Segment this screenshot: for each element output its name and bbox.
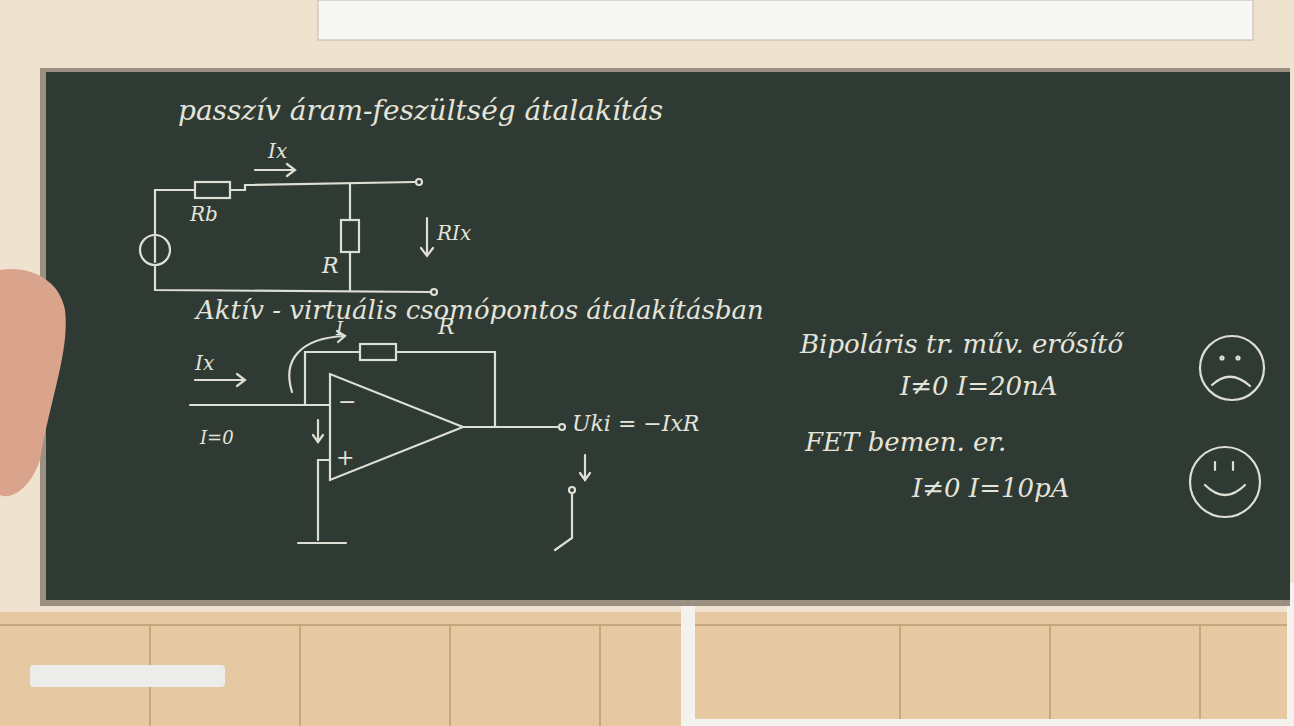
resistor-symbol bbox=[195, 182, 230, 198]
sad-face bbox=[1221, 357, 1224, 360]
whiteboard-edge bbox=[318, 0, 1253, 40]
panel-lines bbox=[0, 625, 1294, 726]
pin-sign: − bbox=[338, 390, 356, 414]
chalkboard bbox=[46, 72, 1290, 600]
wire bbox=[555, 493, 572, 550]
wire bbox=[463, 426, 558, 428]
sad-face bbox=[1237, 357, 1240, 360]
voltage-arrow bbox=[421, 218, 433, 256]
happy-face bbox=[1205, 485, 1245, 495]
resistor-name: R bbox=[438, 315, 455, 339]
wire bbox=[396, 352, 495, 427]
sad-face bbox=[1212, 377, 1250, 386]
white-frame bbox=[688, 590, 1294, 726]
wire bbox=[155, 190, 195, 235]
source-symbol bbox=[140, 235, 170, 265]
resistor-symbol bbox=[360, 344, 396, 360]
happy-face bbox=[1232, 462, 1234, 470]
terminal bbox=[559, 424, 565, 430]
chalk-drawing bbox=[140, 164, 1264, 550]
resistor-name: Rb bbox=[190, 203, 218, 225]
wire bbox=[155, 265, 430, 292]
note: I≠0 I=10pA bbox=[912, 474, 1069, 503]
note: I≠0 I=20nA bbox=[900, 372, 1058, 401]
wire bbox=[349, 183, 351, 220]
wire bbox=[190, 404, 330, 406]
hand bbox=[0, 269, 66, 496]
wire bbox=[349, 252, 351, 291]
happy-face bbox=[1214, 462, 1216, 470]
opamp-symbol bbox=[330, 374, 463, 480]
note: Bipoláris tr. műv. erősítő bbox=[800, 330, 1123, 359]
source-symbol bbox=[154, 237, 156, 262]
output-formula: Uki = −IxR bbox=[572, 412, 699, 436]
voltage-name: RIx bbox=[437, 222, 471, 244]
resistor-symbol bbox=[341, 220, 359, 252]
wire bbox=[318, 460, 330, 540]
note: FET bemen. er. bbox=[805, 428, 1006, 457]
wood-panel bbox=[0, 612, 1294, 726]
board-frame bbox=[40, 68, 1290, 606]
ground-symbol bbox=[298, 542, 346, 544]
pin-sign: + bbox=[336, 446, 354, 470]
current-arrow bbox=[289, 331, 345, 392]
wire bbox=[230, 182, 415, 190]
current-arrow bbox=[255, 164, 295, 176]
current-name: Ix bbox=[268, 140, 287, 162]
happy-face bbox=[1190, 447, 1260, 517]
current-name: Ix bbox=[195, 352, 214, 374]
chalk-tray bbox=[30, 665, 225, 687]
terminal bbox=[431, 289, 437, 295]
current-arrow bbox=[195, 374, 245, 386]
board-title: passzív áram-feszültség átalakítás bbox=[178, 96, 663, 127]
current-name: I bbox=[336, 319, 343, 339]
voltage-arrow bbox=[580, 455, 590, 480]
terminal bbox=[416, 179, 422, 185]
current-arrow bbox=[313, 420, 323, 442]
sad-face bbox=[1200, 336, 1264, 400]
board-heading: Aktív - virtuális csomópontos átalakítás… bbox=[196, 296, 764, 325]
resistor-name: R bbox=[322, 254, 339, 278]
current-note: I=0 bbox=[200, 428, 234, 448]
